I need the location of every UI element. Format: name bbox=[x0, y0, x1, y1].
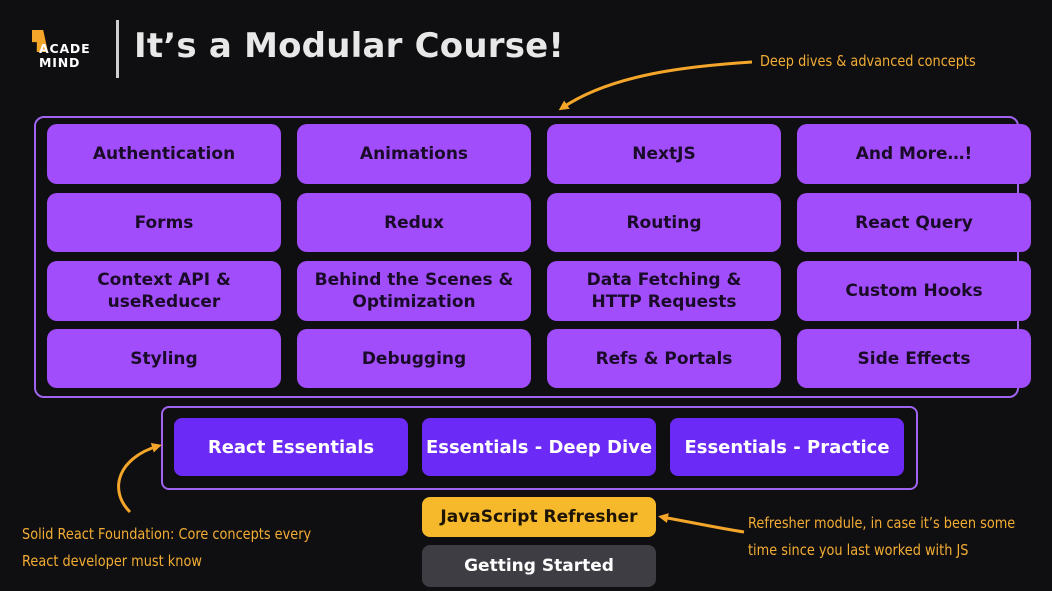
annotation-foundation-line-2: React developer must know bbox=[22, 552, 202, 570]
module-behind-the-scenes: Behind the Scenes & Optimization bbox=[297, 261, 531, 321]
module-essentials-practice: Essentials - Practice bbox=[670, 418, 904, 476]
module-authentication: Authentication bbox=[47, 124, 281, 184]
module-forms: Forms bbox=[47, 193, 281, 252]
annotation-advanced: Deep dives & advanced concepts bbox=[760, 52, 976, 70]
module-data-fetching: Data Fetching & HTTP Requests bbox=[547, 261, 781, 321]
module-react-query: React Query bbox=[797, 193, 1031, 252]
annotation-refresher-line-2: time since you last worked with JS bbox=[748, 541, 969, 559]
module-debugging: Debugging bbox=[297, 329, 531, 388]
module-nextjs: NextJS bbox=[547, 124, 781, 184]
arrow-to-advanced-icon bbox=[558, 60, 753, 111]
module-getting-started: Getting Started bbox=[422, 545, 656, 587]
module-react-essentials: React Essentials bbox=[174, 418, 408, 476]
annotation-refresher: Refresher module, in case it’s been some… bbox=[748, 510, 1015, 564]
module-essentials-deep-dive: Essentials - Deep Dive bbox=[422, 418, 656, 476]
advanced-modules-frame bbox=[34, 116, 1019, 398]
academind-logo: ACADE MIND bbox=[30, 28, 105, 73]
module-styling: Styling bbox=[47, 329, 281, 388]
slide-title: It’s a Modular Course! bbox=[134, 26, 565, 66]
module-context-api: Context API & useReducer bbox=[47, 261, 281, 321]
essentials-frame bbox=[161, 406, 918, 490]
annotation-foundation-line-1: Solid React Foundation: Core concepts ev… bbox=[22, 525, 312, 543]
module-side-effects: Side Effects bbox=[797, 329, 1031, 388]
module-animations: Animations bbox=[297, 124, 531, 184]
arrow-to-essentials-icon bbox=[117, 442, 162, 514]
module-redux: Redux bbox=[297, 193, 531, 252]
module-javascript-refresher: JavaScript Refresher bbox=[422, 497, 656, 537]
module-routing: Routing bbox=[547, 193, 781, 252]
annotation-foundation: Solid React Foundation: Core concepts ev… bbox=[22, 521, 311, 575]
annotation-refresher-line-1: Refresher module, in case it’s been some bbox=[748, 514, 1016, 532]
logo-line-1: ACADE bbox=[39, 41, 91, 56]
logo-line-2: MIND bbox=[39, 55, 81, 70]
module-custom-hooks: Custom Hooks bbox=[797, 261, 1031, 321]
arrow-to-refresher-icon bbox=[658, 513, 745, 534]
module-and-more: And More…! bbox=[797, 124, 1031, 184]
module-refs-portals: Refs & Portals bbox=[547, 329, 781, 388]
header-divider bbox=[116, 20, 119, 78]
